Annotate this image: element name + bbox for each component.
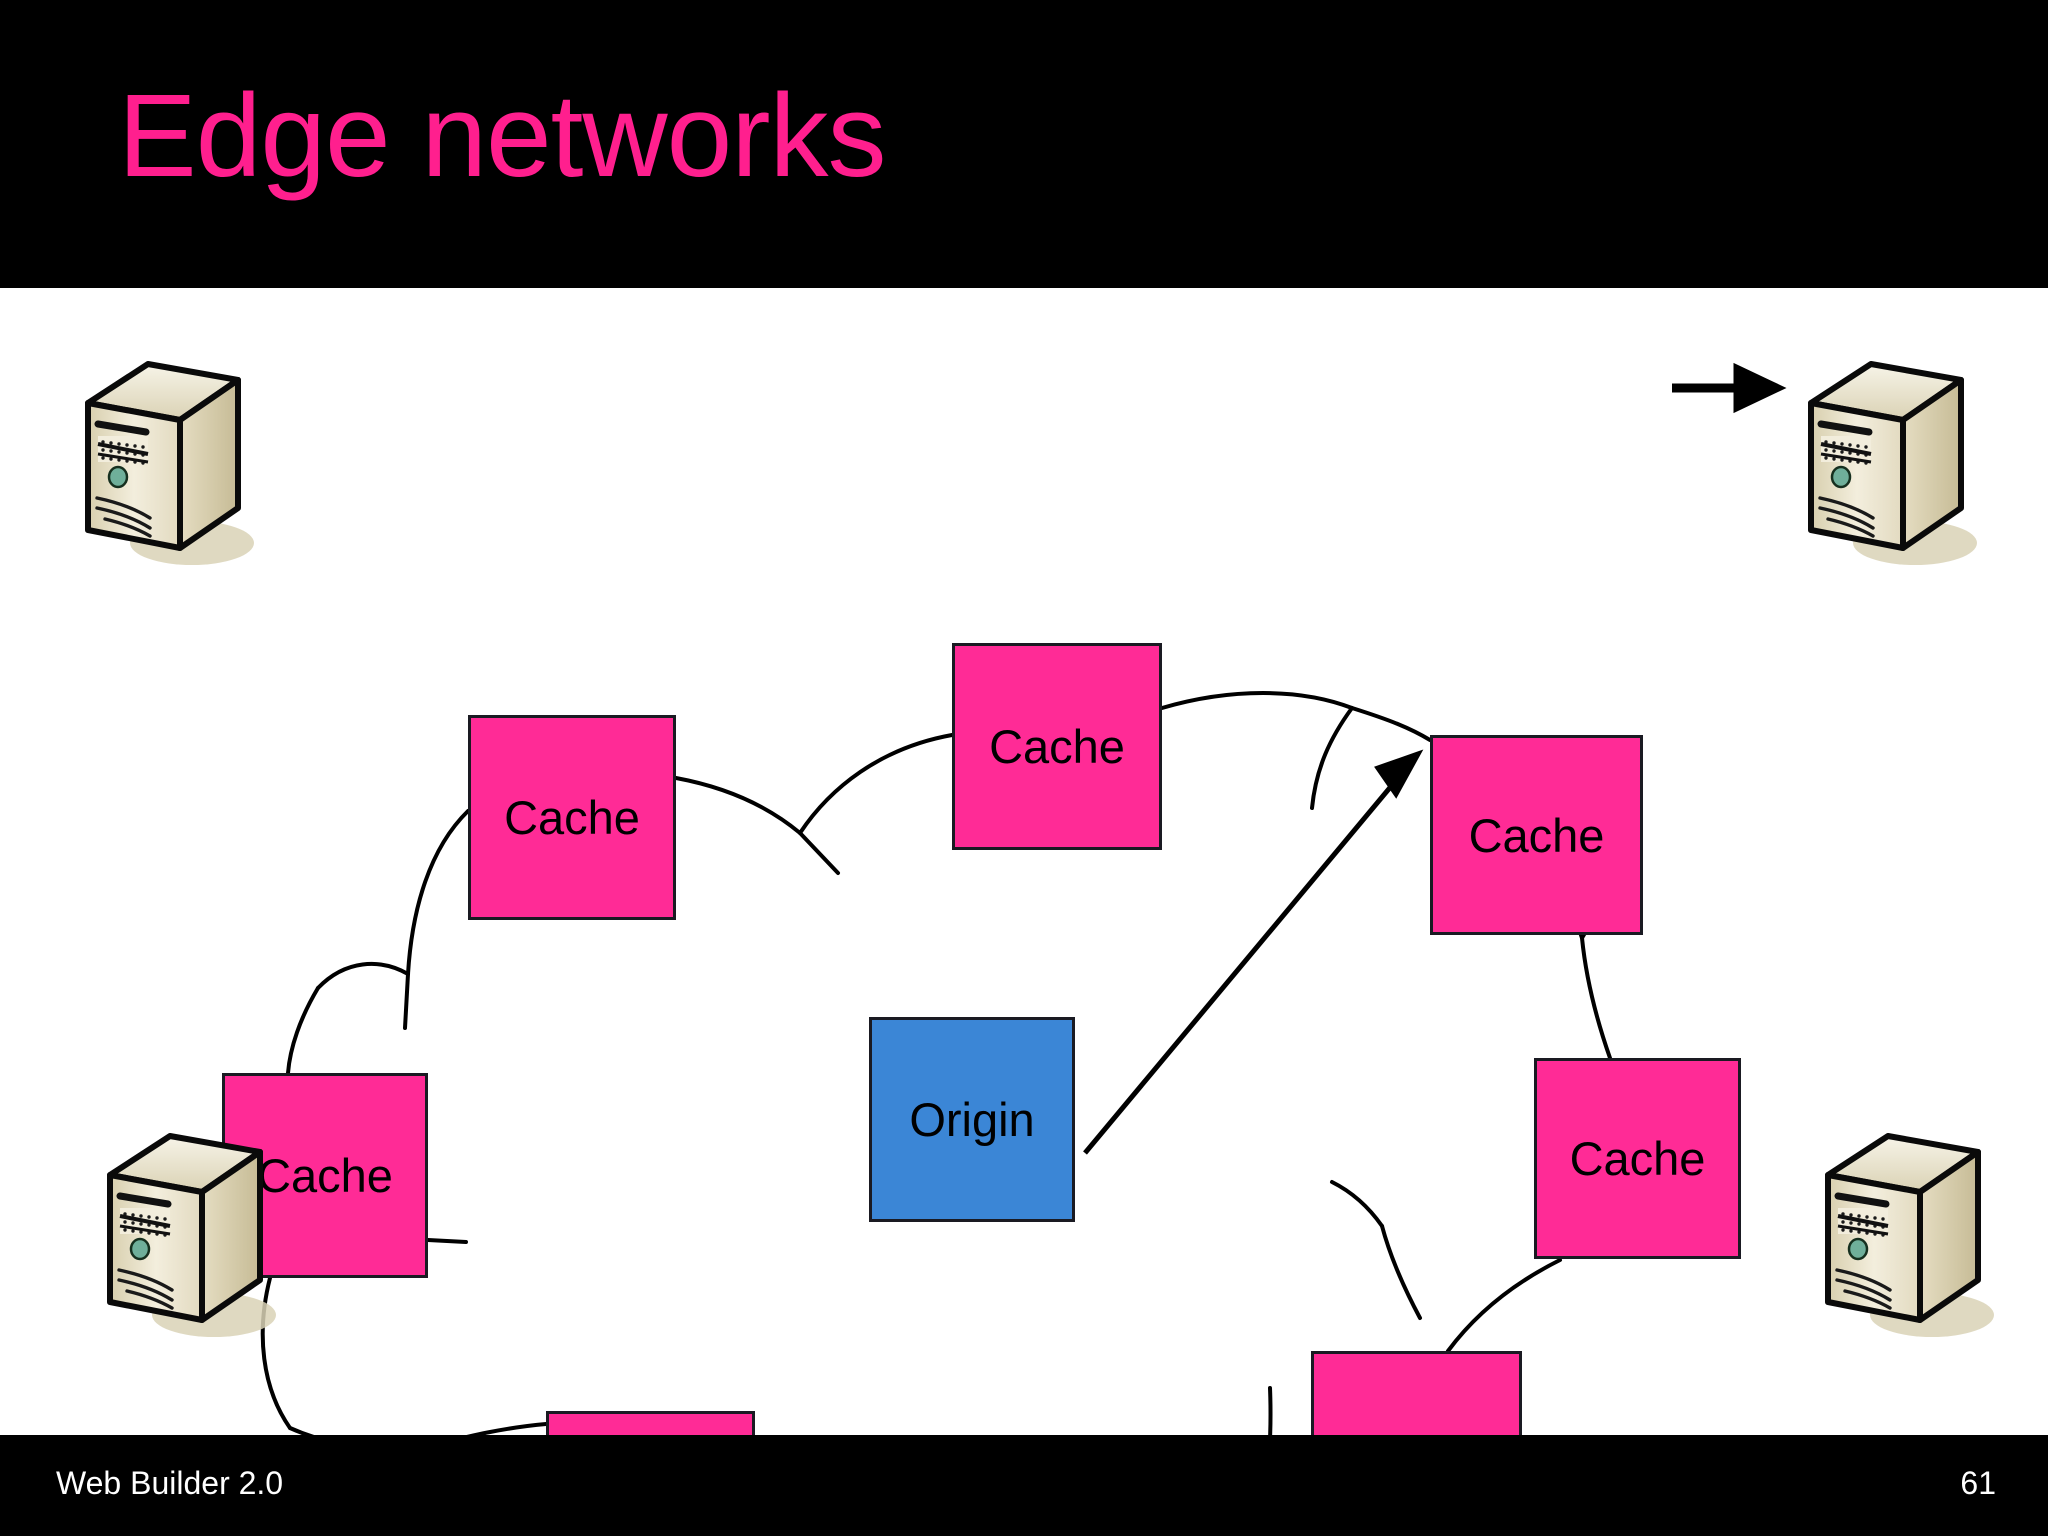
cache-node-label: Cache: [1468, 808, 1605, 862]
client-server-icon-bottom-left: [107, 1133, 276, 1337]
cache-node-top-center[interactable]: Cache: [952, 643, 1162, 850]
diagram-canvas: Cache Cache Cache Cache Cache Origin Cac…: [0, 288, 2048, 1435]
footer-brand-label: Web Builder 2.0: [56, 1465, 284, 1501]
title-band: Edge networks: [0, 0, 2048, 288]
cache-node-label: Cache: [504, 791, 640, 844]
cache-node-top-right[interactable]: Cache: [1430, 735, 1643, 935]
slide-number: 61: [1960, 1465, 1996, 1501]
client-server-icon-top-left: [85, 361, 254, 565]
arrow-origin-to-cache: [1083, 749, 1424, 1155]
client-server-icon-top-right: [1808, 361, 1977, 565]
footer-band: Web Builder 2.0 61: [0, 1435, 2048, 1536]
cache-node-label: Cache: [1569, 1132, 1706, 1185]
origin-node[interactable]: Origin: [869, 1017, 1075, 1222]
cache-node-label: Cache: [989, 720, 1125, 773]
page-title: Edge networks: [118, 70, 887, 202]
arrow-cache-to-client: [1672, 362, 1787, 414]
origin-node-label: Origin: [909, 1093, 1035, 1146]
cache-node-label: Cache: [1349, 1431, 1485, 1436]
cache-node-bottom-right[interactable]: Cache: [1311, 1351, 1522, 1435]
cache-node-right[interactable]: Cache: [1534, 1058, 1741, 1259]
cache-node-label: Cache: [257, 1149, 393, 1202]
client-server-icon-bottom-right: [1825, 1133, 1994, 1337]
cache-node-top-left[interactable]: Cache: [468, 715, 676, 920]
cache-node-bottom-left[interactable]: Cache: [546, 1411, 755, 1435]
connector-lines: [260, 362, 1787, 1435]
